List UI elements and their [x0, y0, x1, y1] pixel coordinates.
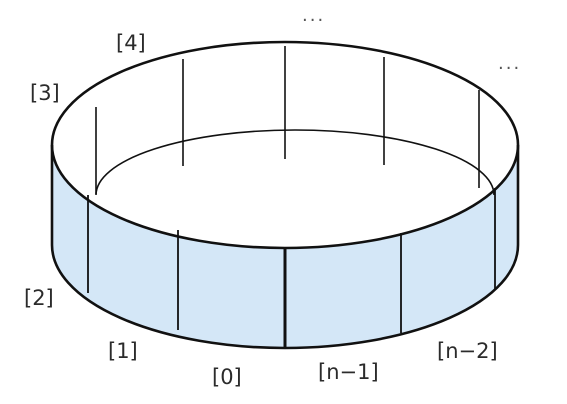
front-dividers [87, 188, 496, 348]
label-index-n-minus-1: [n−1] [318, 360, 379, 384]
ellipsis-right: ··· [498, 58, 521, 79]
label-index-4: [4] [116, 31, 146, 55]
label-index-3: [3] [30, 81, 60, 105]
label-index-1: [1] [108, 339, 138, 363]
label-index-n-minus-2: [n−2] [437, 339, 498, 363]
ellipsis-top: ··· [302, 10, 325, 31]
label-index-0: [0] [212, 365, 242, 389]
label-index-2: [2] [24, 286, 54, 310]
inner-dividers [95, 46, 480, 194]
ring-inner-floor-edge [95, 129, 495, 196]
